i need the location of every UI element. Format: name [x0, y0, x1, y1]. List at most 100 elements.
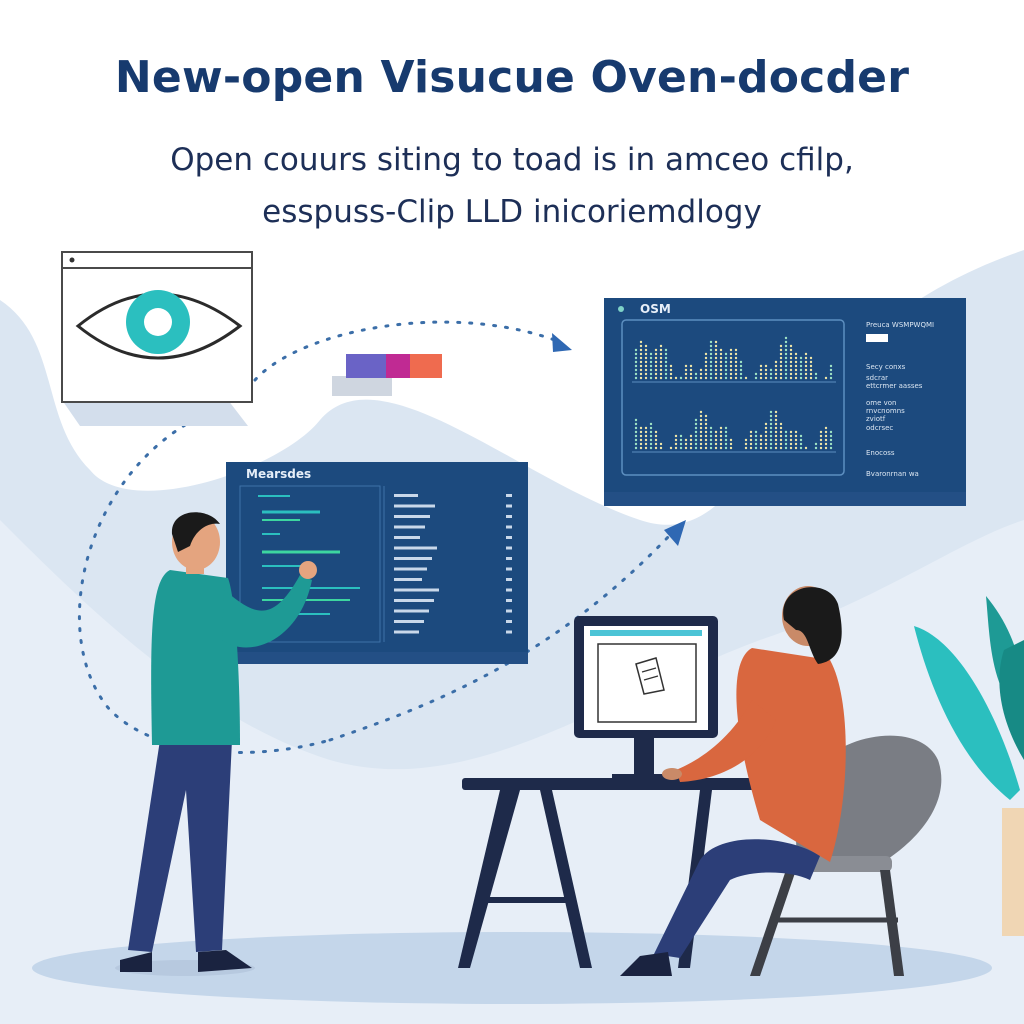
graph-column	[769, 410, 773, 450]
graph-column	[824, 426, 828, 450]
background-wave-light	[0, 520, 1024, 1024]
page-title: New-open Visucue Oven-docder	[114, 52, 910, 103]
graph-column	[649, 422, 653, 450]
graph-column	[699, 410, 703, 450]
graph-column	[689, 364, 693, 380]
graph-column	[774, 360, 778, 380]
graph-column	[709, 426, 713, 450]
arrow-icon	[664, 520, 686, 546]
standing-man	[115, 512, 317, 976]
graph-column	[829, 430, 833, 450]
graph-column	[769, 368, 773, 380]
list-item	[394, 504, 512, 508]
graph-column	[634, 348, 638, 380]
graph-column	[719, 348, 723, 380]
right-dashboard-title: OSM	[640, 302, 671, 316]
graph-column	[784, 336, 788, 380]
right-dashboard-side-line: ettcrmer aasses	[866, 382, 923, 390]
graph-column	[754, 372, 758, 380]
graph-column	[744, 438, 748, 450]
list-item	[394, 599, 512, 602]
graph-column	[819, 430, 823, 450]
left-dashboard-list	[394, 494, 512, 634]
graph-column	[814, 372, 818, 380]
graph-column	[784, 430, 788, 450]
graph-column	[704, 352, 708, 380]
graph-column	[719, 426, 723, 450]
right-dashboard-side-line: odcrsec	[866, 424, 893, 432]
page-subtitle-line-1: Open couurs siting to toad is in amceo c…	[170, 142, 854, 178]
graph-column	[674, 376, 678, 380]
graph-column	[659, 442, 663, 450]
right-dashboard-side-line: zviotf	[866, 415, 886, 423]
list-item	[394, 578, 512, 581]
monitor	[574, 616, 718, 782]
plant	[914, 596, 1024, 936]
right-dashboard-side-line: sdcrar	[866, 374, 888, 382]
right-dashboard-side-line: Enocoss	[866, 449, 895, 457]
graph-column	[699, 368, 703, 380]
graph-column	[754, 430, 758, 450]
graph-column	[654, 430, 658, 450]
right-dashboard-side-line: ome von	[866, 399, 897, 407]
right-dashboard-side-line: rnvcnomns	[866, 407, 905, 415]
graph-column	[709, 340, 713, 380]
dotted-connector	[328, 533, 672, 742]
graph-column	[694, 372, 698, 380]
graph-column	[684, 364, 688, 380]
graph-column	[689, 434, 693, 450]
graph-column	[679, 376, 683, 380]
graph-column	[804, 446, 808, 450]
graph-column	[644, 344, 648, 380]
list-item	[394, 609, 512, 613]
right-dashboard-side-line: Bvaronrnan wa	[866, 470, 919, 478]
graph-column	[749, 430, 753, 450]
graph-column	[739, 360, 743, 380]
page-subtitle-line-2: esspuss-Clip LLD inicoriemdlogy	[262, 194, 762, 230]
graph-column	[824, 376, 828, 380]
graph-column	[729, 438, 733, 450]
graph-column	[634, 418, 638, 450]
graph-column	[764, 422, 768, 450]
list-item	[394, 515, 512, 518]
graph-column	[789, 344, 793, 380]
graph-column	[829, 364, 833, 380]
graph-column	[704, 414, 708, 450]
list-item	[394, 546, 512, 550]
graph-column	[774, 410, 778, 450]
graph-column	[674, 434, 678, 450]
list-item	[394, 525, 512, 529]
graph-column	[724, 426, 728, 450]
graph-column	[809, 356, 813, 380]
graph-column	[659, 344, 663, 380]
list-item	[394, 557, 512, 560]
right-dashboard-lower-graph	[634, 410, 833, 450]
graph-column	[669, 446, 673, 450]
document-icon	[635, 657, 665, 695]
graph-column	[679, 434, 683, 450]
dotted-connector	[77, 423, 332, 754]
list-item	[394, 620, 512, 623]
graph-column	[794, 430, 798, 450]
graph-column	[734, 348, 738, 380]
list-item	[394, 536, 512, 539]
graph-column	[799, 356, 803, 380]
list-item	[394, 494, 512, 497]
graph-column	[729, 348, 733, 380]
seated-woman	[620, 586, 846, 976]
list-item	[394, 630, 512, 634]
graph-column	[724, 352, 728, 380]
graph-column	[649, 352, 653, 380]
right-dashboard-upper-graph	[634, 336, 833, 380]
arrow-icon	[552, 333, 572, 352]
graph-column	[714, 340, 718, 380]
graph-column	[714, 430, 718, 450]
graph-column	[644, 426, 648, 450]
eye-window	[61, 251, 253, 426]
graph-column	[639, 426, 643, 450]
graph-column	[764, 364, 768, 380]
graph-column	[799, 434, 803, 450]
